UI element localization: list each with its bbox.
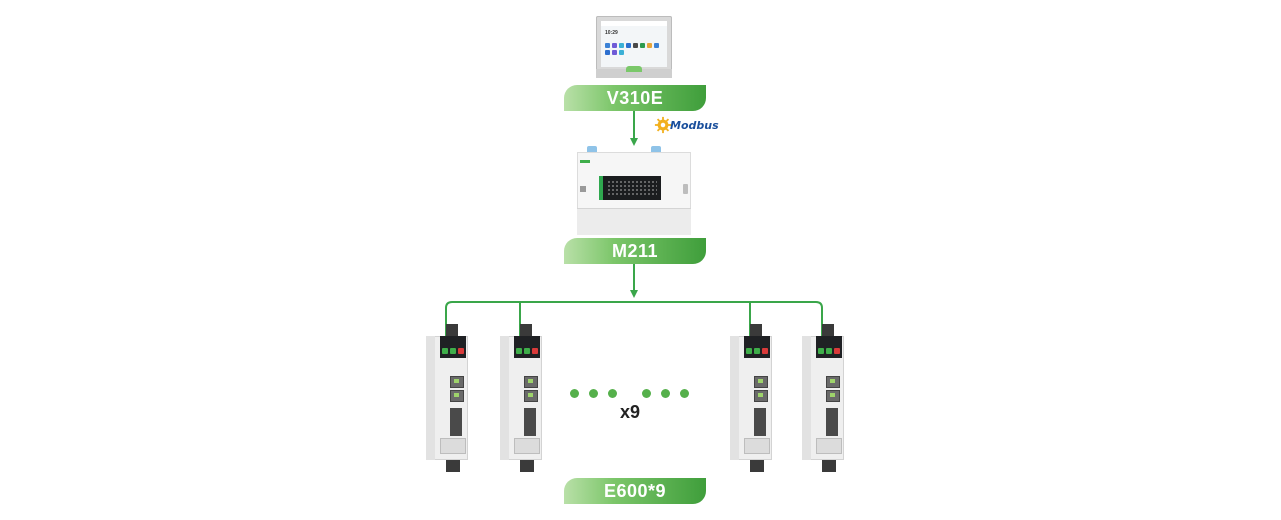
- plc-qr-code: [580, 186, 586, 192]
- bus-drop-4: [815, 301, 823, 336]
- modbus-logo: Modbus: [654, 116, 719, 134]
- plc-device-image: [577, 146, 691, 235]
- plc-label: M211: [564, 238, 706, 264]
- plc-terminal-cover: [577, 208, 691, 235]
- hmi-clock-text: 10:29: [605, 30, 618, 36]
- plc-brand-mark: [580, 160, 590, 163]
- servo-drive-3: [730, 324, 772, 472]
- modbus-gear-icon: [654, 116, 672, 134]
- drives-label: E600*9: [564, 478, 706, 504]
- hmi-screen: 10:29: [601, 21, 667, 67]
- plc-port: [683, 184, 688, 194]
- ellipsis-dot: [680, 389, 689, 398]
- hmi-indicator: [626, 66, 642, 72]
- plc-io-leds: [607, 180, 657, 196]
- plc-mount-clip: [651, 146, 661, 154]
- servo-drive-1: [426, 324, 468, 472]
- hmi-label: V310E: [564, 85, 706, 111]
- ellipsis-dot: [570, 389, 579, 398]
- hmi-base: [596, 69, 672, 78]
- ellipsis-dot: [589, 389, 598, 398]
- plc-status-stripe: [599, 176, 603, 200]
- bus-drop-1: [445, 301, 453, 336]
- hmi-device-image: 10:29: [596, 16, 672, 78]
- hmi-status-bar: [601, 21, 667, 26]
- hmi-app-icons: [605, 43, 665, 55]
- plc-mount-clip: [587, 146, 597, 154]
- servo-drive-2: [500, 324, 542, 472]
- ellipsis-dot: [661, 389, 670, 398]
- ellipsis-dot: [642, 389, 651, 398]
- servo-drive-4: [802, 324, 844, 472]
- modbus-text: Modbus: [670, 118, 719, 132]
- ellipsis-dot: [608, 389, 617, 398]
- drive-count-text: x9: [619, 402, 641, 422]
